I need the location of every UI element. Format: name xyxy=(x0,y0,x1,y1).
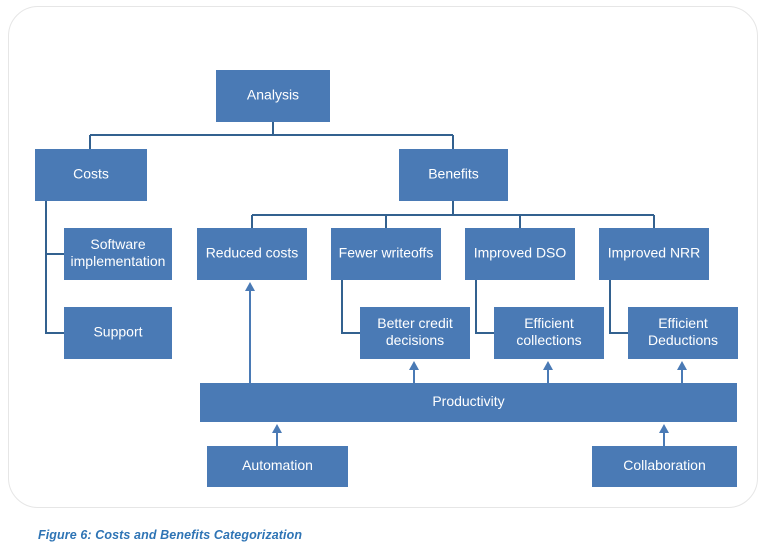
node-label-software: implementation xyxy=(71,253,166,269)
figure-caption: Figure 6: Costs and Benefits Categorizat… xyxy=(38,528,303,542)
arrow-head-icon xyxy=(659,424,669,433)
arrow-productivity-to-deductions xyxy=(677,361,687,383)
connectors-layer xyxy=(45,122,655,334)
node-label-collaboration: Collaboration xyxy=(623,457,706,473)
arrow-collaboration-to-productivity xyxy=(659,424,669,446)
node-label-credit: Better credit xyxy=(377,315,453,331)
node-label-support: Support xyxy=(93,324,142,340)
node-productivity[interactable]: Productivity xyxy=(200,383,737,422)
arrow-productivity-to-collections xyxy=(543,361,553,383)
node-box-deductions[interactable] xyxy=(628,307,738,359)
node-label-writeoffs: Fewer writeoffs xyxy=(339,245,434,261)
node-label-software: Software xyxy=(90,236,145,252)
arrow-head-icon xyxy=(543,361,553,370)
node-collaboration[interactable]: Collaboration xyxy=(592,446,737,487)
arrow-productivity-to-credit xyxy=(409,361,419,383)
node-box-support[interactable] xyxy=(64,307,172,359)
node-label-benefits: Benefits xyxy=(428,166,479,182)
node-box-analysis[interactable] xyxy=(216,70,330,122)
node-label-productivity: Productivity xyxy=(432,393,504,409)
node-support[interactable]: Support xyxy=(64,307,172,359)
node-box-benefits[interactable] xyxy=(399,149,508,201)
node-label-nrr: Improved NRR xyxy=(608,245,701,261)
node-box-software[interactable] xyxy=(64,228,172,280)
node-label-deductions: Deductions xyxy=(648,332,718,348)
arrow-head-icon xyxy=(272,424,282,433)
node-writeoffs[interactable]: Fewer writeoffs xyxy=(331,228,441,280)
node-label-collections: Efficient xyxy=(524,315,574,331)
arrows-layer xyxy=(245,282,687,446)
connector-dso-to-collections xyxy=(475,280,494,334)
node-box-dso[interactable] xyxy=(465,228,575,280)
node-analysis[interactable]: Analysis xyxy=(216,70,330,122)
node-box-productivity[interactable] xyxy=(200,383,737,422)
node-label-credit: decisions xyxy=(386,332,444,348)
connector-analysis-to-children xyxy=(89,122,454,149)
connector-costs-to-support xyxy=(45,201,64,334)
arrow-productivity-to-reduced xyxy=(245,282,255,383)
node-reduced[interactable]: Reduced costs xyxy=(197,228,307,280)
arrow-head-icon xyxy=(677,361,687,370)
node-box-nrr[interactable] xyxy=(599,228,709,280)
node-box-collaboration[interactable] xyxy=(592,446,737,487)
arrow-head-icon xyxy=(409,361,419,370)
node-nrr[interactable]: Improved NRR xyxy=(599,228,709,280)
connector-nrr-to-deductions xyxy=(609,280,628,334)
node-box-writeoffs[interactable] xyxy=(331,228,441,280)
node-box-reduced[interactable] xyxy=(197,228,307,280)
node-label-costs: Costs xyxy=(73,166,109,182)
arrow-automation-to-productivity xyxy=(272,424,282,446)
connector-writeoffs-to-credit xyxy=(341,280,360,334)
node-label-dso: Improved DSO xyxy=(474,245,567,261)
connector-costs-to-software xyxy=(45,201,64,255)
node-box-credit[interactable] xyxy=(360,307,470,359)
node-automation[interactable]: Automation xyxy=(207,446,348,487)
node-benefits[interactable]: Benefits xyxy=(399,149,508,201)
node-label-analysis: Analysis xyxy=(247,87,299,103)
node-dso[interactable]: Improved DSO xyxy=(465,228,575,280)
node-label-deductions: Efficient xyxy=(658,315,708,331)
node-label-automation: Automation xyxy=(242,457,313,473)
node-label-collections: collections xyxy=(516,332,581,348)
node-box-collections[interactable] xyxy=(494,307,604,359)
node-box-costs[interactable] xyxy=(35,149,147,201)
node-costs[interactable]: Costs xyxy=(35,149,147,201)
arrow-head-icon xyxy=(245,282,255,291)
node-box-automation[interactable] xyxy=(207,446,348,487)
connector-benefits-to-children xyxy=(251,201,655,228)
node-label-reduced: Reduced costs xyxy=(206,245,299,261)
